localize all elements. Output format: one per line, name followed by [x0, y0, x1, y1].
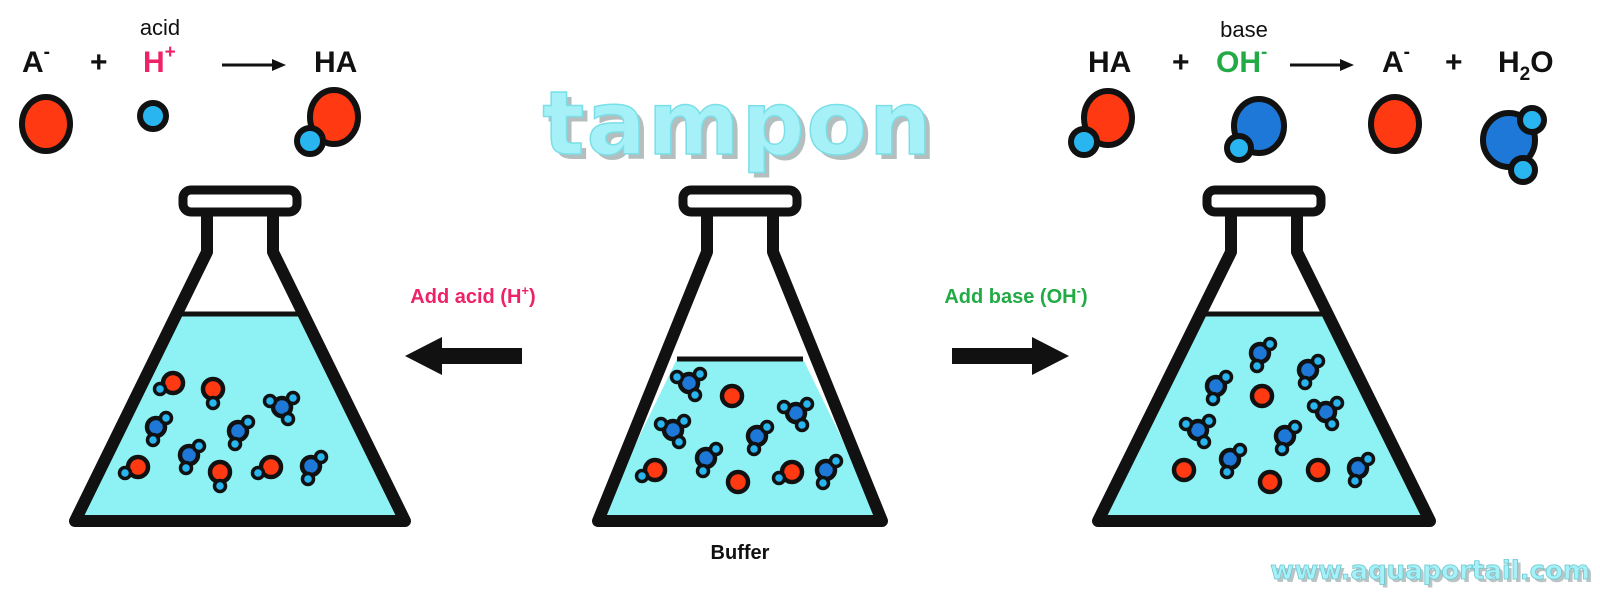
center-flask	[592, 185, 888, 527]
weak-acid-icon	[297, 90, 358, 154]
right-equation: base HA + OH- A- + H2O	[1071, 17, 1554, 182]
add-base-label: Add base (OH-)	[944, 283, 1087, 308]
watermark-shadow: www.aquaportail.com	[1273, 559, 1593, 589]
hydroxide-symbol: OH-	[1216, 42, 1267, 79]
weak-acid-symbol: HA	[314, 46, 357, 79]
reaction-arrow-icon	[1290, 59, 1354, 71]
right-flask	[1092, 185, 1436, 527]
buffer-caption: Buffer	[711, 542, 770, 564]
title-shadow: tampon	[547, 77, 938, 180]
anion-symbol: A-	[1382, 42, 1410, 79]
proton-symbol: H+	[143, 42, 176, 79]
arrow-right-icon	[952, 337, 1069, 375]
water-molecule-icon	[1483, 108, 1544, 182]
weak-acid-symbol: HA	[1088, 46, 1131, 79]
left-equation: acid A- + H+ HA	[22, 15, 358, 154]
solution-fill	[598, 359, 882, 521]
base-label: base	[1220, 17, 1268, 42]
erlenmeyer-flask-icon	[69, 207, 411, 527]
acid-label: acid	[140, 15, 180, 40]
plus-sign: +	[1445, 46, 1463, 79]
proton-icon	[140, 103, 166, 129]
page-title: tampon	[542, 72, 933, 175]
plus-sign: +	[1172, 46, 1190, 79]
conjugate-base-icon	[1371, 97, 1419, 151]
weak-acid-icon	[1071, 91, 1132, 155]
reaction-arrow-icon	[222, 59, 286, 71]
arrow-left-icon	[405, 337, 522, 375]
plus-sign: +	[90, 46, 108, 79]
left-flask	[69, 185, 411, 527]
hydroxide-icon	[1227, 99, 1284, 160]
conjugate-base-icon	[22, 97, 70, 151]
add-acid-label: Add acid (H+)	[410, 283, 535, 308]
water-symbol: H2O	[1498, 46, 1554, 85]
anion-symbol: A-	[22, 42, 50, 79]
erlenmeyer-flask-icon	[592, 207, 888, 527]
erlenmeyer-flask-icon	[1092, 207, 1436, 527]
watermark-url: www.aquaportail.com	[1270, 556, 1590, 586]
